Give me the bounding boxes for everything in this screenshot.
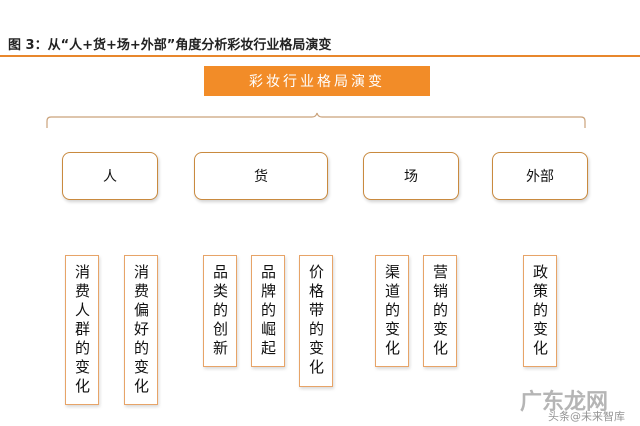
category-place: 场 [363,152,459,200]
item-marketing-change: 营销的变化 [423,255,457,367]
root-banner: 彩妆行业格局演变 [204,66,430,96]
item-consumer-group-change: 消费人群的变化 [65,255,99,405]
title-underline [0,55,640,57]
item-channel-change: 渠道的变化 [375,255,409,367]
figure-title: 图 3：从“人+货+场+外部”角度分析彩妆行业格局演变 [8,38,332,53]
item-brand-rise: 品牌的崛起 [251,255,285,367]
item-consumer-preference-change: 消费偏好的变化 [124,255,158,405]
category-person: 人 [62,152,158,200]
watermark-caption: 头条@未来智库 [548,410,625,423]
category-external: 外部 [492,152,588,200]
watermark-logo: 广东龙网 [520,390,609,415]
item-price-band-change: 价格带的变化 [299,255,333,387]
item-policy-change: 政策的变化 [523,255,557,367]
category-goods: 货 [194,152,328,200]
item-category-innovation: 品类的创新 [203,255,237,367]
